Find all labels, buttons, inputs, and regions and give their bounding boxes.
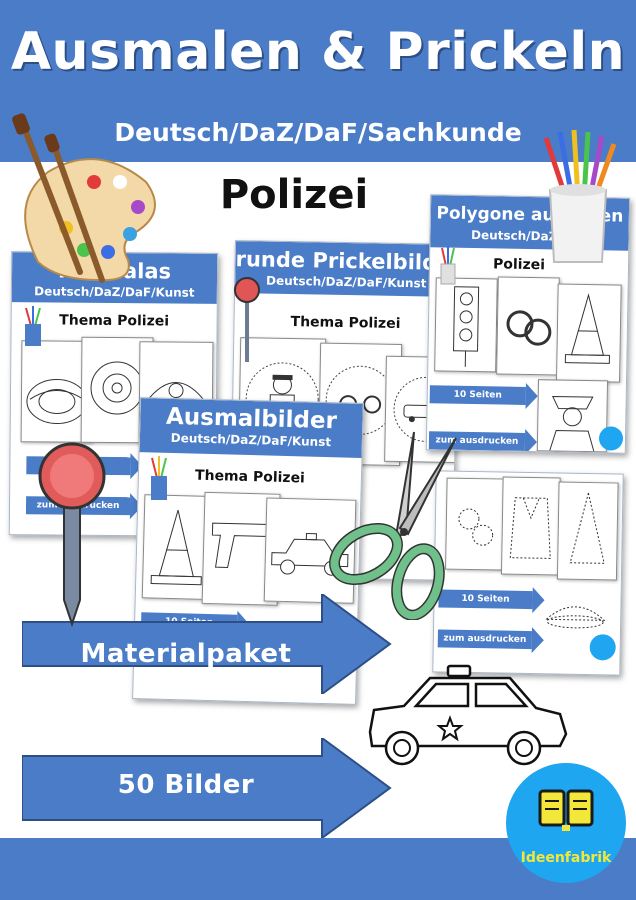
- dotted-uniform-drawing: [509, 497, 551, 559]
- polygon-sheet: [434, 277, 498, 373]
- pencil-cup-icon: [543, 129, 617, 263]
- paint-palette-icon: [12, 113, 156, 283]
- polygon-handcuffs-drawing: [506, 310, 552, 346]
- polygon-sheet: [556, 283, 622, 383]
- card-prickelbilder-topic: Thema Polizei: [290, 314, 401, 332]
- ausmal-cone-drawing: [150, 510, 202, 586]
- ideenfabrik-logo-text: Ideenfabrik: [520, 850, 612, 866]
- card-prickelbilder-header: runde Prickelbilder Deutsch/DaZ/DaF/Kuns…: [235, 241, 459, 297]
- polygon-pages-tag: 10 Seiten: [429, 385, 526, 405]
- police-car-drawing: [368, 664, 568, 766]
- card-prickelbilder-title: runde Prickelbilder: [235, 247, 459, 276]
- small-pencil-cup-icon: [440, 246, 456, 285]
- card-prickel-pages: 10 Seiten zum ausdrucken: [432, 470, 624, 676]
- card-polygone: Polygone ausmalen Deutsch/DaZ/DaF Polize…: [425, 194, 631, 454]
- polygon-traffic-light-drawing: [453, 286, 480, 367]
- dotted-cone-drawing: [569, 492, 605, 564]
- ausmal-sheet: [141, 494, 213, 601]
- polygon-cone-drawing: [564, 293, 610, 364]
- ausmal-car-drawing: [271, 533, 349, 576]
- ausmal-sheet: [263, 497, 357, 604]
- pushpin-icon: [38, 442, 106, 628]
- dotted-handcuffs-drawing: [458, 508, 494, 546]
- page-title: Ausmalen & Prickeln: [10, 22, 626, 82]
- prickel-print-tag: zum ausdrucken: [437, 629, 532, 650]
- polygon-sheet: [536, 379, 609, 453]
- small-pencil-cup-icon: [151, 456, 167, 500]
- prickel-page-sheet: [556, 481, 619, 581]
- polygon-logo-icon: [598, 426, 624, 451]
- prickel-logo-icon: [589, 634, 616, 661]
- card-prickelbilder-subtitle: Deutsch/DaZ/DaF/Kunst: [265, 273, 427, 291]
- materialpaket-arrow: [22, 594, 392, 694]
- bilder-arrow: [22, 738, 392, 838]
- small-pencil-cup-icon: [25, 306, 41, 346]
- polygon-officer-drawing: [549, 395, 595, 452]
- dotted-police-cap-drawing: [544, 606, 606, 629]
- book-icon: [538, 789, 594, 831]
- ideenfabrik-logo: [506, 763, 626, 883]
- prickel-page-sheet: [445, 477, 505, 571]
- card-ausmalbilder: Ausmalbilder Deutsch/DaZ/DaF/Kunst Thema…: [132, 397, 364, 705]
- materialpaket-label: Materialpaket: [80, 639, 292, 669]
- header-band: [0, 0, 636, 162]
- prickel-page-sheet: [500, 476, 561, 576]
- polygon-sheet: [496, 276, 560, 376]
- scissors-icon: [329, 431, 457, 620]
- bilder-label: 50 Bilder: [117, 770, 255, 800]
- page-subtitle: Deutsch/DaZ/DaF/Sachkunde: [114, 118, 522, 147]
- topic-heading: Polizei: [219, 172, 369, 218]
- small-pushpin-icon: [234, 277, 260, 362]
